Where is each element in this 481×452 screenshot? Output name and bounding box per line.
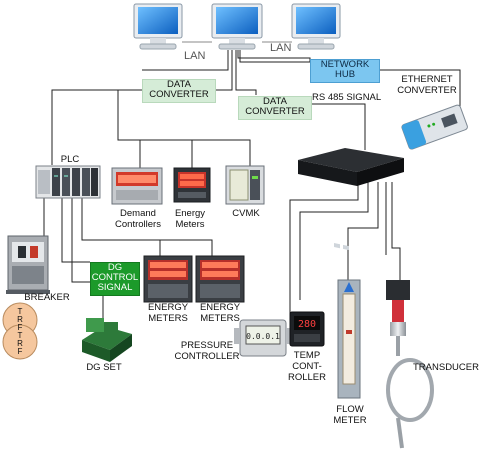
cvmk-meter-icon xyxy=(225,165,265,205)
network-hub-box: NETWORK HUB xyxy=(310,59,380,83)
temp-controller-icon: 280 xyxy=(289,311,325,347)
energy-meters-label-1: ENERGY METERS xyxy=(147,302,189,324)
rs485-signal-label: RS 485 SIGNAL xyxy=(312,92,382,103)
monitor-icon-right xyxy=(291,3,341,50)
demand-controller-icon xyxy=(111,167,163,205)
pressure-controller-icon: 0.0.0.1 xyxy=(234,319,292,357)
lan-label-left: LAN xyxy=(184,50,206,62)
pressure-controller-label: PRESSURE CONTROLLER xyxy=(174,340,240,362)
ethernet-converter-label: ETHERNET CONVERTER xyxy=(397,74,457,96)
trf-label-2: T R F xyxy=(17,331,23,356)
dg-control-signal-box: DG CONTROL SIGNAL xyxy=(90,262,140,296)
energy-meter-small-icon xyxy=(173,167,211,203)
monitor-icon-left xyxy=(133,3,183,50)
dg-set-label: DG SET xyxy=(86,362,122,373)
breaker-icon xyxy=(6,235,50,294)
demand-controllers-label: Demand Controllers xyxy=(115,208,161,230)
flow-meter-icon xyxy=(337,279,361,399)
energy-meters-small-label: Energy Meters xyxy=(174,208,206,230)
dg-set-icon xyxy=(82,318,132,362)
transformer-icon xyxy=(2,302,38,360)
rs485-gateway-icon xyxy=(298,148,404,251)
trf-label-1: T R F xyxy=(17,307,23,332)
plc-icon xyxy=(35,165,101,199)
plc-label: PLC xyxy=(60,154,80,165)
lan-label-right: LAN xyxy=(270,42,292,54)
data-converter-box-1: DATA CONVERTER xyxy=(142,79,216,103)
energy-meter-left-icon xyxy=(143,255,193,303)
connection-wires xyxy=(43,41,461,320)
energy-meters-label-2: ENERGY METERS xyxy=(199,302,241,324)
cvmk-label: CVMK xyxy=(232,208,260,219)
energy-meter-right-icon xyxy=(195,255,245,303)
data-converter-box-2: DATA CONVERTER xyxy=(238,96,312,120)
temp-readout: 280 xyxy=(298,319,316,330)
transducer-label: TRANSDUCER xyxy=(413,362,479,373)
transducer-icon xyxy=(386,280,434,449)
ethernet-converter-icon xyxy=(401,104,468,150)
temp-controller-label: TEMP CONT- ROLLER xyxy=(287,350,326,383)
pressure-readout: 0.0.0.1 xyxy=(246,332,280,341)
flow-meter-label: FLOW METER xyxy=(333,404,367,426)
monitor-icon-center xyxy=(211,3,263,50)
breaker-label: BREAKER xyxy=(24,292,70,303)
